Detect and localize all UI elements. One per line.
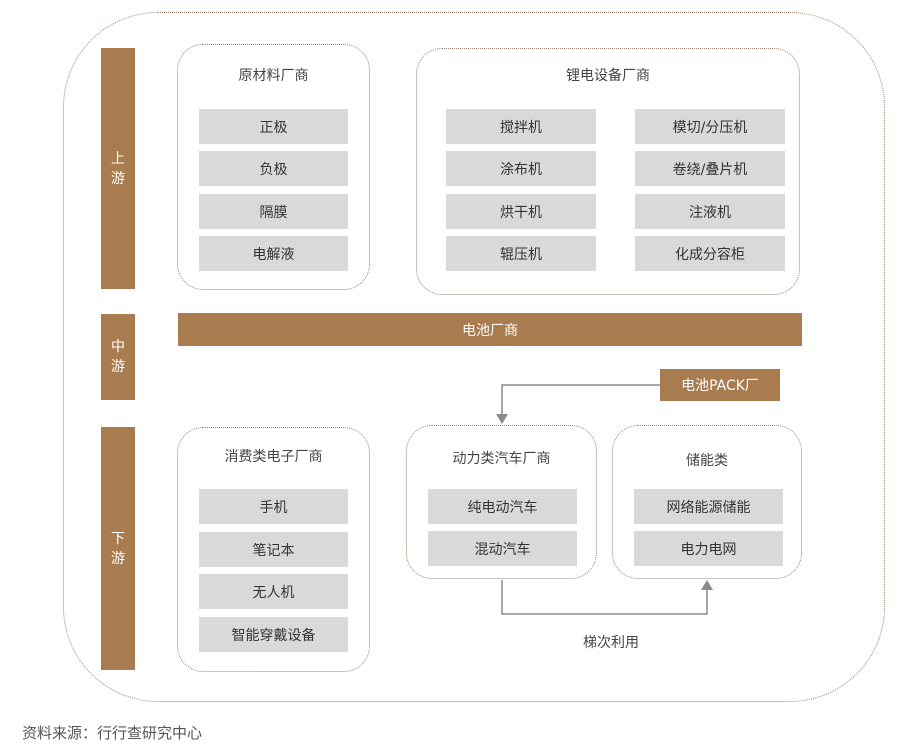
auto-box: 纯电动汽车 xyxy=(428,489,577,524)
raw-material-box: 正极 xyxy=(199,109,348,144)
cascade-arrow xyxy=(501,580,708,615)
equipment-box: 注液机 xyxy=(635,194,785,229)
cascade-arrowhead xyxy=(701,580,713,590)
auto-group: 动力类汽车厂商 纯电动汽车 混动汽车 xyxy=(406,425,597,579)
equipment-box: 涂布机 xyxy=(446,151,596,186)
stage-midstream-label: 中游 xyxy=(111,339,125,375)
stage-downstream-label: 下游 xyxy=(111,530,125,567)
consumer-box: 无人机 xyxy=(199,574,348,609)
pack-maker-box: 电池PACK厂 xyxy=(660,369,780,401)
pack-to-auto-arrow xyxy=(501,384,660,420)
consumer-box: 智能穿戴设备 xyxy=(199,617,348,652)
equipment-box: 模切/分压机 xyxy=(635,109,785,144)
storage-group: 储能类 网络能源储能 电力电网 xyxy=(612,425,802,579)
stage-upstream-label: 上游 xyxy=(111,150,125,187)
raw-materials-title: 原材料厂商 xyxy=(238,68,309,84)
raw-material-box: 隔膜 xyxy=(199,194,348,229)
consumer-box: 笔记本 xyxy=(199,532,348,567)
stage-midstream: 中游 xyxy=(101,314,135,400)
consumer-group: 消费类电子厂商 手机 笔记本 无人机 智能穿戴设备 xyxy=(177,427,370,672)
storage-box: 网络能源储能 xyxy=(634,489,783,524)
pack-to-auto-arrowhead xyxy=(496,414,508,424)
consumer-title: 消费类电子厂商 xyxy=(224,449,323,465)
consumer-box: 手机 xyxy=(199,489,348,524)
storage-box: 电力电网 xyxy=(634,531,783,566)
equipment-box: 搅拌机 xyxy=(446,109,596,144)
auto-title: 动力类汽车厂商 xyxy=(452,451,551,467)
cascade-label: 梯次利用 xyxy=(583,635,639,651)
storage-title: 储能类 xyxy=(686,453,728,469)
equipment-box: 烘干机 xyxy=(446,194,596,229)
raw-material-box: 电解液 xyxy=(199,236,348,271)
stage-upstream: 上游 xyxy=(101,48,135,289)
battery-maker-label: 电池厂商 xyxy=(462,322,518,339)
raw-materials-group: 原材料厂商 正极 负极 隔膜 电解液 xyxy=(177,44,370,290)
outer-frame xyxy=(63,12,885,702)
pack-maker-label: 电池PACK厂 xyxy=(681,378,759,394)
stage-downstream: 下游 xyxy=(101,427,135,670)
equipment-group: 锂电设备厂商 搅拌机 涂布机 烘干机 辊压机 模切/分压机 卷绕/叠片机 注液机… xyxy=(416,48,800,295)
battery-maker-bar: 电池厂商 xyxy=(178,313,802,346)
equipment-box: 化成分容柜 xyxy=(635,236,785,271)
equipment-box: 辊压机 xyxy=(446,236,596,271)
equipment-box: 卷绕/叠片机 xyxy=(635,151,785,186)
source-note: 资料来源：行行查研究中心 xyxy=(22,724,203,742)
auto-box: 混动汽车 xyxy=(428,531,577,566)
equipment-title: 锂电设备厂商 xyxy=(566,68,650,84)
raw-material-box: 负极 xyxy=(199,151,348,186)
